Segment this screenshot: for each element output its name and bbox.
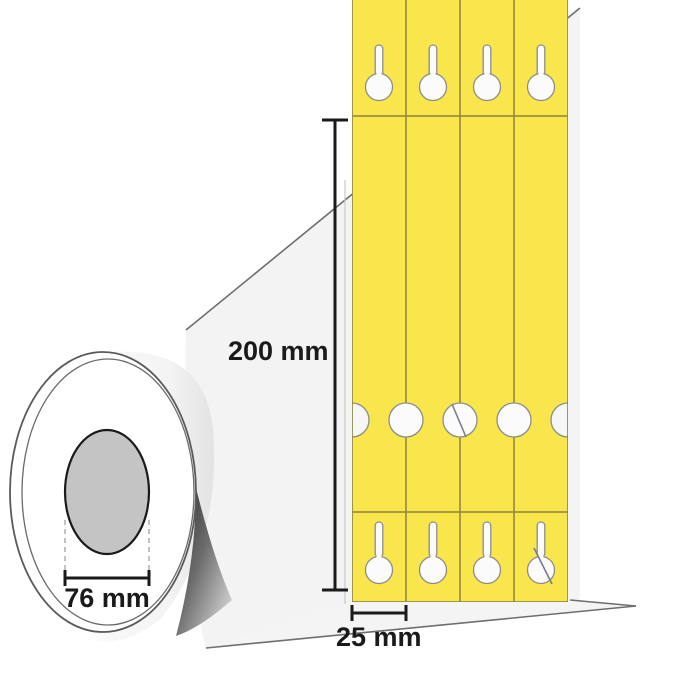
keyhole-cutout-icon — [526, 44, 556, 102]
round-hole-icon — [496, 402, 532, 438]
hole-row-middle — [352, 402, 568, 438]
edge-notch-icon — [352, 402, 370, 438]
keyhole-cutout-icon — [418, 521, 448, 585]
keyhole-row-bottom — [364, 521, 556, 585]
label-roll — [9, 351, 232, 642]
roll-rim-line — [21, 358, 195, 626]
liner-right-tip-edge — [569, 599, 637, 607]
liner-bottom-edge — [205, 605, 637, 649]
round-hole-icon — [388, 402, 424, 438]
keyhole-cutout-icon — [364, 44, 394, 102]
dimension-label-76: 76 mm — [64, 583, 150, 613]
label-web — [352, 0, 568, 602]
dimension-label-200: 200 mm — [228, 336, 329, 366]
keyhole-cutout-icon — [364, 521, 394, 585]
round-hole-icon — [442, 402, 478, 438]
keyhole-cutout-icon — [472, 521, 502, 585]
segment-cut-lines — [352, 115, 568, 513]
roll-core-hole — [63, 428, 151, 556]
curl-crease-middle — [451, 403, 467, 438]
keyhole-cutout-icon — [472, 44, 502, 102]
strip-separators — [405, 0, 515, 602]
dimension-core-diameter: 76 mm — [63, 520, 151, 613]
edge-notch-icon — [550, 402, 568, 438]
keyhole-cutout-icon — [418, 44, 448, 102]
curl-crease-bottom — [533, 547, 553, 585]
dimension-label-25: 25 mm — [336, 622, 422, 652]
dimension-label-length: 200 mm — [228, 118, 348, 592]
web-underside-shadow — [176, 488, 232, 636]
keyhole-row-top — [364, 44, 556, 102]
dimension-label-width: 25 mm — [336, 605, 422, 652]
liner-left-panel — [185, 196, 352, 648]
